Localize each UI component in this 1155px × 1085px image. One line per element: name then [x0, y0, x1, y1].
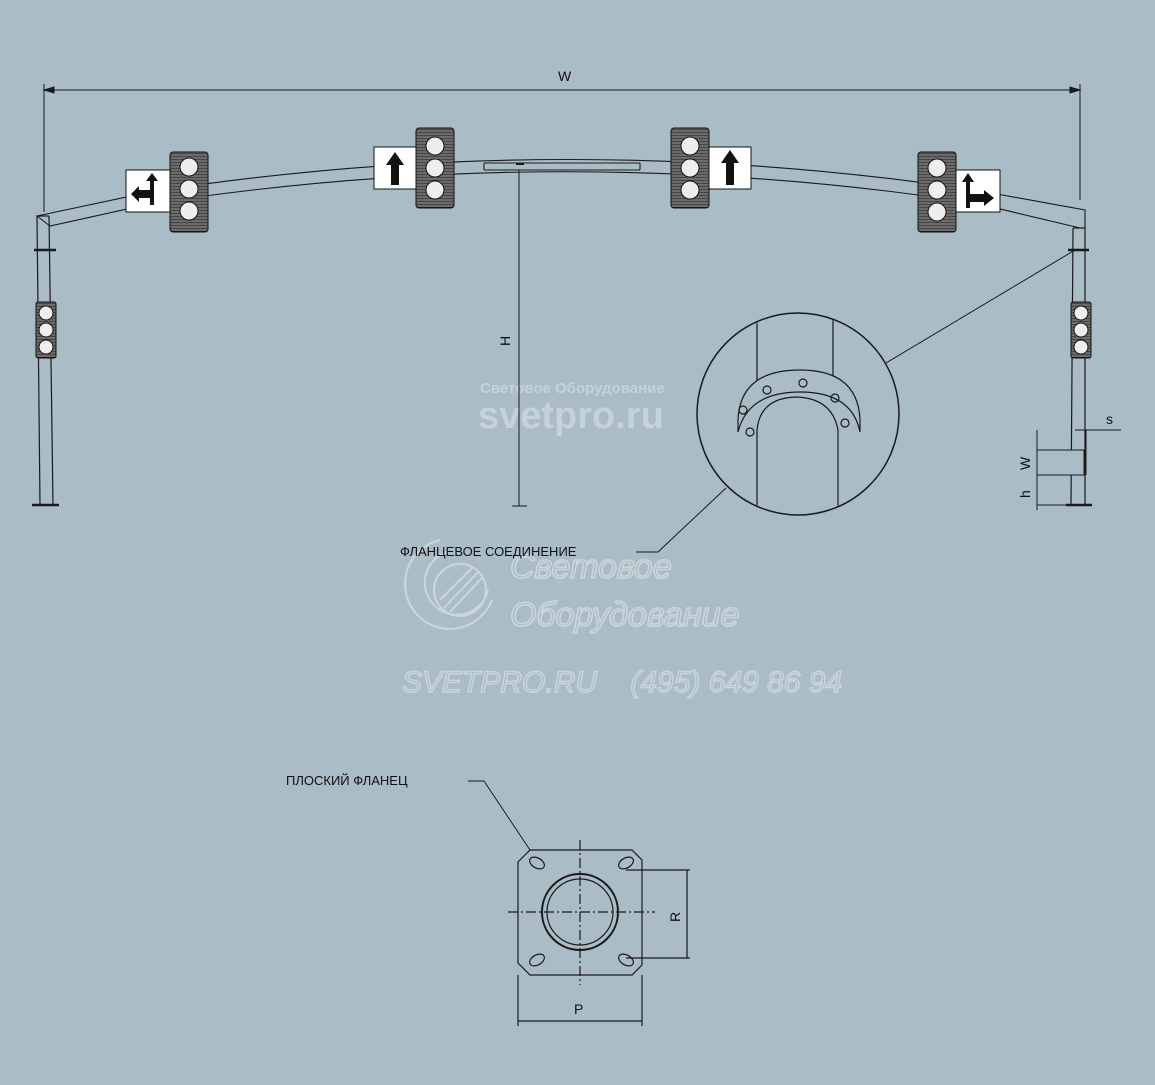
arrow-up-icon [721, 150, 739, 185]
flange-connection-label: ФЛАНЦЕВОЕ СОЕДИНЕНИЕ [400, 544, 577, 559]
traffic-light-2 [415, 127, 455, 209]
flat-flange-plate [508, 840, 690, 1026]
watermark-logo-line2: Оборудование [510, 596, 739, 634]
flange-radius-label: R [667, 912, 683, 922]
flange-dimension-group [1036, 429, 1121, 510]
watermark-small-url: svetpro.ru [478, 395, 664, 437]
pole-light-left [35, 301, 57, 359]
thickness-label: s [1106, 411, 1113, 427]
flange-height-label: h [1017, 490, 1033, 498]
watermark-logo-icon [403, 539, 493, 630]
flat-flange-callout [468, 780, 531, 851]
sign-straight-2 [708, 146, 752, 190]
width-dimension [42, 84, 1082, 212]
left-pole [32, 215, 59, 507]
traffic-light-1 [169, 151, 209, 233]
arrow-left-up-icon [131, 173, 158, 205]
flange-width-label: W [1017, 456, 1033, 470]
flange-detail [696, 312, 900, 516]
watermark: Световое Оборудование svetpro.ru Светово… [401, 380, 843, 700]
sign-left-turn [125, 169, 171, 213]
height-label: H [497, 336, 513, 346]
flange-size-label: P [574, 1001, 583, 1017]
watermark-small-title: Световое Оборудование [480, 380, 665, 397]
traffic-light-3 [670, 127, 710, 209]
width-label: W [558, 68, 572, 84]
arrow-right-up-icon [962, 173, 994, 208]
watermark-logo-line1: Световое [510, 548, 672, 586]
watermark-contact: SVETPRO.RU (495) 649 86 94 [402, 666, 842, 699]
arrow-up-icon [386, 152, 404, 185]
traffic-light-4 [917, 151, 957, 233]
sign-straight-1 [373, 146, 417, 190]
flat-flange-label: ПЛОСКИЙ ФЛАНЕЦ [286, 773, 408, 788]
sign-right-turn [955, 169, 1001, 213]
height-dimension [512, 169, 527, 507]
detail-leader-line [885, 249, 1076, 364]
pole-light-right [1070, 301, 1092, 359]
flange-connection-callout [636, 487, 727, 553]
